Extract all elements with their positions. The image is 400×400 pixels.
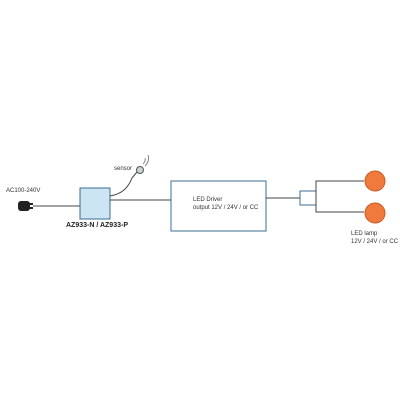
plug-icon <box>18 201 36 211</box>
led-lamp-icon <box>364 170 386 192</box>
led-driver-box <box>170 180 267 232</box>
lamp-title: LED lamp <box>351 231 378 237</box>
signal-waves-icon <box>142 154 149 167</box>
junction-box <box>299 190 317 206</box>
driver-title: LED Driver <box>193 197 223 203</box>
led-lamp-icon <box>364 202 386 224</box>
lamp-spec: 12V / 24V / or CC <box>351 239 399 245</box>
power-input-label: AC100-240V <box>6 188 41 194</box>
sensor-cable <box>109 171 138 197</box>
module-box <box>79 187 111 220</box>
wire-to-lamp-top <box>315 180 364 198</box>
sensor-label: sensor <box>114 166 133 172</box>
sensor-icon <box>136 166 144 174</box>
module-label: AZ933-N / AZ933-P <box>66 222 128 229</box>
wire-to-lamp-bottom <box>315 198 364 213</box>
driver-output-spec: output 12V / 24V / or CC <box>193 205 259 211</box>
